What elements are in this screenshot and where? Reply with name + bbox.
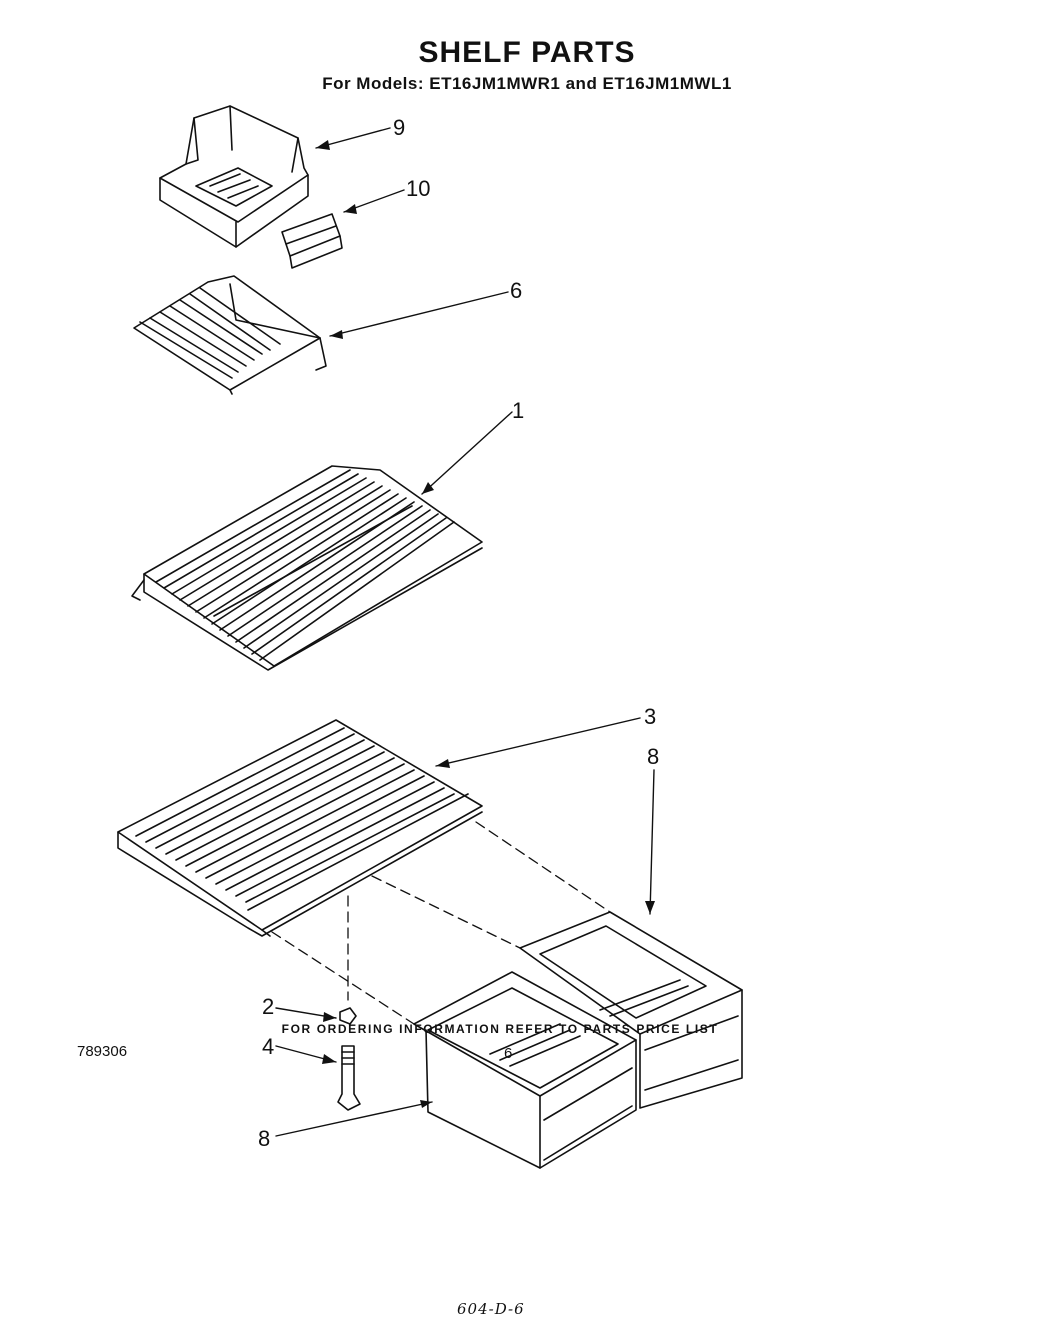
- page-number: 6: [504, 1045, 513, 1062]
- document-number: 789306: [77, 1043, 128, 1060]
- leader-arrows: [275, 127, 655, 1137]
- callout-part-9: 9: [393, 115, 405, 140]
- callout-part-3: 3: [644, 704, 656, 729]
- callout-part-6: 6: [510, 278, 522, 303]
- crisper-drawer-left: [413, 971, 637, 1169]
- callout-part-2: 2: [262, 994, 274, 1019]
- models-subtitle: For Models: ET16JM1MWR1 and ET16JM1MWL1: [322, 74, 732, 93]
- storage-bin-part-9: [159, 105, 309, 248]
- leader-3: [435, 717, 641, 767]
- callout-part-10: 10: [406, 176, 430, 201]
- support-part-2: [339, 1007, 357, 1025]
- wire-shelf-part-1: [131, 465, 483, 671]
- callout-part-4: 4: [262, 1034, 274, 1059]
- leader-8-right: [649, 769, 655, 915]
- callout-part-8-left: 8: [258, 1126, 270, 1151]
- assembly-guide-lines: [271, 821, 611, 1025]
- crisper-drawer-right: [519, 911, 743, 1109]
- retainer-part-10: [281, 213, 343, 269]
- leader-8-left: [275, 1101, 433, 1137]
- leader-6: [329, 291, 509, 337]
- arrowheads: [316, 140, 655, 1108]
- ordering-info-footer: FOR ORDERING INFORMATION REFER TO PARTS …: [281, 1022, 719, 1036]
- leader-1: [421, 411, 513, 495]
- crisper-cover-part-3: [117, 719, 483, 937]
- callout-part-1: 1: [512, 398, 524, 423]
- callout-part-8-right: 8: [647, 744, 659, 769]
- handwritten-note: 604-D-6: [457, 1300, 525, 1318]
- page-title: SHELF PARTS: [418, 36, 636, 69]
- wire-shelf-part-6: [133, 275, 327, 395]
- support-post-part-4: [337, 1045, 361, 1111]
